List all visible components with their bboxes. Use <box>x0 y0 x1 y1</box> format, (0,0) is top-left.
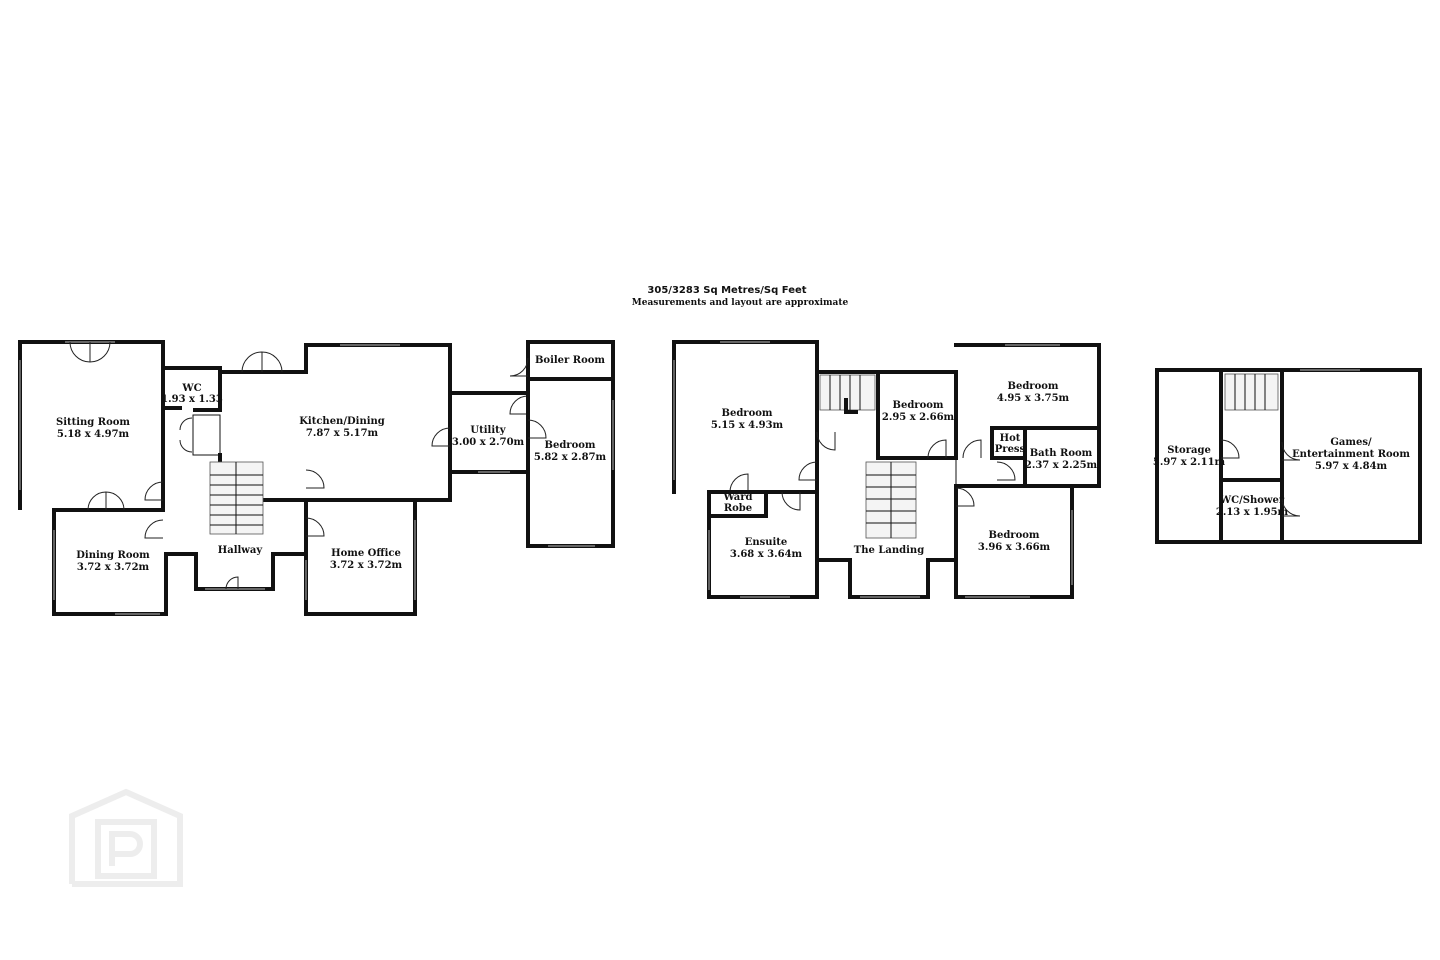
hot-press-line2: Press <box>995 444 1026 455</box>
wc-shower-name: WC/Shower <box>1219 495 1285 506</box>
bath-room-size: 2.37 x 2.25m <box>1025 460 1098 471</box>
sitting-room-name: Sitting Room <box>56 417 130 428</box>
home-office-size: 3.72 x 3.72m <box>330 560 403 571</box>
bath-room-name: Bath Room <box>1030 448 1093 459</box>
ff-bedroom1-size: 5.15 x 4.93m <box>711 420 784 431</box>
wc-shower-size: 2.13 x 1.95m <box>1216 507 1289 518</box>
ensuite-size: 3.68 x 3.64m <box>730 549 803 560</box>
ff-bedroom2-size: 2.95 x 2.66m <box>882 412 955 423</box>
house-logo-icon <box>69 788 183 887</box>
storage-size: 5.97 x 2.11m <box>1153 457 1226 468</box>
games-line2: Entertainment Room <box>1292 449 1410 460</box>
ff-bedroom4-name: Bedroom <box>989 530 1040 541</box>
kitchen-name: Kitchen/Dining <box>299 416 385 427</box>
sitting-room-size: 5.18 x 4.97m <box>57 429 130 440</box>
ward-robe-line2: Robe <box>724 503 752 514</box>
games-size: 5.97 x 4.84m <box>1315 461 1388 472</box>
gf-bedroom-size: 5.82 x 2.87m <box>534 452 607 463</box>
ensuite-name: Ensuite <box>745 537 788 548</box>
wc-size: 1.93 x 1.33 <box>161 394 223 405</box>
boiler-room-name: Boiler Room <box>535 355 605 366</box>
hot-press-line1: Hot <box>1000 433 1021 444</box>
ff-bedroom3-name: Bedroom <box>1008 381 1059 392</box>
ff-bedroom3-size: 4.95 x 3.75m <box>997 393 1070 404</box>
wc-name: WC <box>181 383 201 394</box>
hallway-name: Hallway <box>218 545 264 556</box>
dining-room-name: Dining Room <box>76 550 150 561</box>
home-office-name: Home Office <box>331 548 401 559</box>
layout-note: Measurements and layout are approximate <box>632 298 849 308</box>
ground-floor: Sitting Room 5.18 x 4.97m WC 1.93 x 1.33… <box>18 340 615 616</box>
ff-bedroom4-size: 3.96 x 3.66m <box>978 542 1051 553</box>
utility-name: Utility <box>470 425 506 436</box>
ff-bedroom2-name: Bedroom <box>893 400 944 411</box>
utility-size: 3.00 x 2.70m <box>452 437 525 448</box>
kitchen-size: 7.87 x 5.17m <box>306 428 379 439</box>
storage-name: Storage <box>1167 445 1211 456</box>
first-floor: Bedroom 5.15 x 4.93m Bedroom 2.95 x 2.66… <box>672 340 1101 599</box>
games-line1: Games/ <box>1330 437 1372 448</box>
dining-room-size: 3.72 x 3.72m <box>77 562 150 573</box>
ward-robe-line1: Ward <box>722 492 752 503</box>
gf-bedroom-name: Bedroom <box>545 440 596 451</box>
ff-bedroom1-name: Bedroom <box>722 408 773 419</box>
landing-name: The Landing <box>854 545 924 556</box>
second-floor: Storage 5.97 x 2.11m Games/ Entertainmen… <box>1153 368 1422 544</box>
area-title: 305/3283 Sq Metres/Sq Feet <box>647 285 806 296</box>
